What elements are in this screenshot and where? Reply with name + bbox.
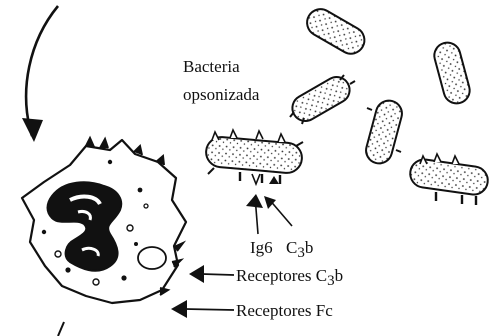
bacterium-1 [302,4,369,58]
receptores-c3b-arrow-line [202,274,234,275]
curved-arrow [26,6,58,136]
receptores-fc-arrow-line [185,309,234,310]
label-receptores-fc: Receptores Fc [236,301,333,320]
bacterium-right [408,154,489,205]
label-bacteria: Bacteria [183,57,240,76]
label-ig6: Ig6 [250,238,273,257]
bacterium-4 [363,98,405,167]
c3b-arrowhead [264,196,276,209]
curved-arrow-head [22,118,43,142]
label-receptores-c3b: Receptores C3b [236,266,343,289]
bottom-stroke [58,322,64,336]
phagocyte [22,138,186,303]
bacterium-3 [288,72,355,126]
label-opsonizada: opsonizada [183,85,260,104]
bacterium-opsonized [205,130,303,184]
receptores-fc-arrowhead [171,300,187,318]
receptores-c3b-arrowhead [189,265,204,283]
label-c3b: C3b [286,238,313,261]
bacterium-2 [431,40,472,107]
ig6-arrowhead [246,194,263,208]
